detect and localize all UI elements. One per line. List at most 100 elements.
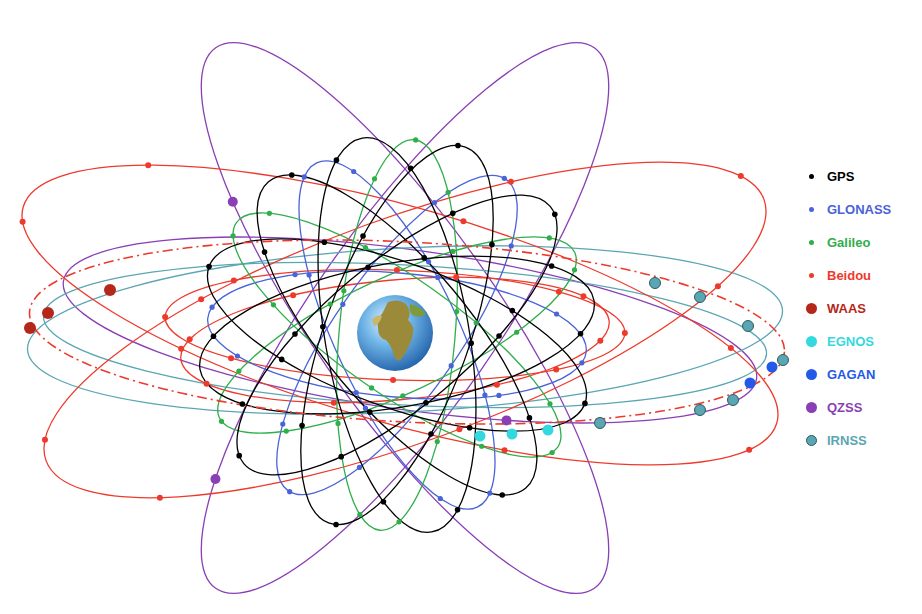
satellite-dot bbox=[236, 453, 242, 459]
satellite-dot bbox=[767, 362, 778, 373]
legend-swatch bbox=[809, 240, 814, 245]
satellite-dot bbox=[367, 409, 373, 415]
legend-label: GAGAN bbox=[827, 367, 875, 382]
satellite-dot bbox=[396, 519, 401, 524]
satellite-dot bbox=[322, 239, 328, 245]
satellite-dot bbox=[509, 308, 515, 314]
satellite-dot bbox=[372, 176, 377, 181]
satellite-dot bbox=[728, 395, 739, 406]
satellite-dot bbox=[228, 197, 238, 207]
satellite-dot bbox=[438, 496, 443, 501]
satellite-dot bbox=[449, 363, 454, 368]
satellite-dot bbox=[556, 289, 562, 295]
satellite-dot bbox=[745, 378, 756, 389]
satellite-dot bbox=[20, 219, 26, 225]
satellite-dot bbox=[509, 243, 514, 248]
legend-entry: Beidou bbox=[806, 259, 891, 292]
satellite-dot bbox=[446, 190, 451, 195]
satellite-dot bbox=[489, 242, 495, 248]
legend-entry: Galileo bbox=[806, 226, 891, 259]
satellite-dot bbox=[421, 255, 427, 261]
satellite-dot bbox=[340, 302, 345, 307]
satellite-dot bbox=[728, 345, 734, 351]
satellite-dot bbox=[579, 360, 584, 365]
satellite-dot bbox=[230, 233, 235, 238]
satellite-dot bbox=[363, 406, 368, 411]
satellite-dot bbox=[365, 264, 371, 270]
satellite-dot bbox=[582, 401, 588, 407]
satellite-dot bbox=[236, 369, 241, 374]
satellite-dot bbox=[320, 324, 326, 330]
satellite-dot bbox=[42, 437, 48, 443]
satellite-dot bbox=[206, 264, 212, 270]
satellite-dot bbox=[280, 422, 285, 427]
earth-land bbox=[410, 304, 427, 317]
satellite-dot bbox=[292, 272, 297, 277]
satellite-dot bbox=[550, 450, 555, 455]
legend-entry: QZSS bbox=[806, 391, 891, 424]
satellite-dot bbox=[450, 211, 456, 217]
satellite-dot bbox=[413, 137, 418, 142]
satellite-dot bbox=[157, 495, 163, 501]
earth-globe bbox=[357, 295, 433, 371]
satellite-dot bbox=[334, 157, 340, 163]
satellite-dot bbox=[578, 331, 584, 337]
satellite-dot bbox=[292, 331, 298, 337]
satellite-dot bbox=[231, 277, 237, 283]
satellite-dot bbox=[279, 357, 285, 363]
orbit-path bbox=[291, 126, 502, 545]
orbit-group bbox=[0, 0, 807, 614]
satellite-dot bbox=[507, 429, 518, 440]
satellite-group bbox=[20, 137, 789, 527]
satellite-dot bbox=[453, 274, 459, 280]
legend-entry: GLONASS bbox=[806, 193, 891, 226]
satellite-dot bbox=[363, 245, 368, 250]
satellite-dot bbox=[482, 392, 487, 397]
satellite-dot bbox=[597, 338, 603, 344]
legend-label: QZSS bbox=[827, 400, 862, 415]
satellite-dot bbox=[162, 314, 168, 320]
satellite-dot bbox=[496, 393, 501, 398]
satellite-dot bbox=[341, 288, 346, 293]
satellite-dot bbox=[369, 385, 374, 390]
satellite-dot bbox=[145, 162, 151, 168]
satellite-dot bbox=[622, 330, 628, 336]
satellite-dot bbox=[328, 301, 333, 306]
satellite-dot bbox=[267, 211, 272, 216]
orbit-path bbox=[140, 0, 669, 614]
earth-ocean bbox=[357, 295, 433, 371]
satellite-dot bbox=[695, 405, 706, 416]
satellite-dot bbox=[228, 355, 234, 361]
satellite-dot bbox=[432, 200, 437, 205]
legend-swatch bbox=[809, 273, 814, 278]
satellite-dot bbox=[435, 439, 440, 444]
legend-label: Galileo bbox=[827, 235, 870, 250]
satellite-dot bbox=[543, 425, 554, 436]
satellite-dot bbox=[502, 176, 507, 181]
satellite-dot bbox=[527, 415, 533, 421]
satellite-dot bbox=[428, 431, 434, 437]
satellite-dot bbox=[287, 489, 292, 494]
satellite-dot bbox=[390, 377, 396, 383]
orbit-path bbox=[40, 246, 770, 424]
satellite-dot bbox=[554, 311, 559, 316]
satellite-dot bbox=[198, 296, 204, 302]
satellite-dot bbox=[455, 507, 461, 513]
satellite-dot bbox=[580, 293, 586, 299]
satellite-dot bbox=[299, 423, 305, 429]
geo-orbit bbox=[25, 222, 789, 441]
satellite-dot bbox=[271, 302, 276, 307]
satellite-dot bbox=[24, 322, 36, 334]
legend-label: Beidou bbox=[827, 268, 871, 283]
orbit-path bbox=[188, 229, 607, 440]
satellite-dot bbox=[331, 400, 337, 406]
satellite-dot bbox=[468, 340, 474, 346]
legend-swatch bbox=[806, 303, 817, 314]
satellite-dot bbox=[715, 283, 721, 289]
legend-entry: EGNOS bbox=[806, 325, 891, 358]
satellite-dot bbox=[454, 309, 459, 314]
satellite-dot bbox=[290, 292, 296, 298]
satellite-dot bbox=[262, 249, 268, 255]
satellite-dot bbox=[547, 235, 552, 240]
satellite-dot bbox=[209, 305, 214, 310]
